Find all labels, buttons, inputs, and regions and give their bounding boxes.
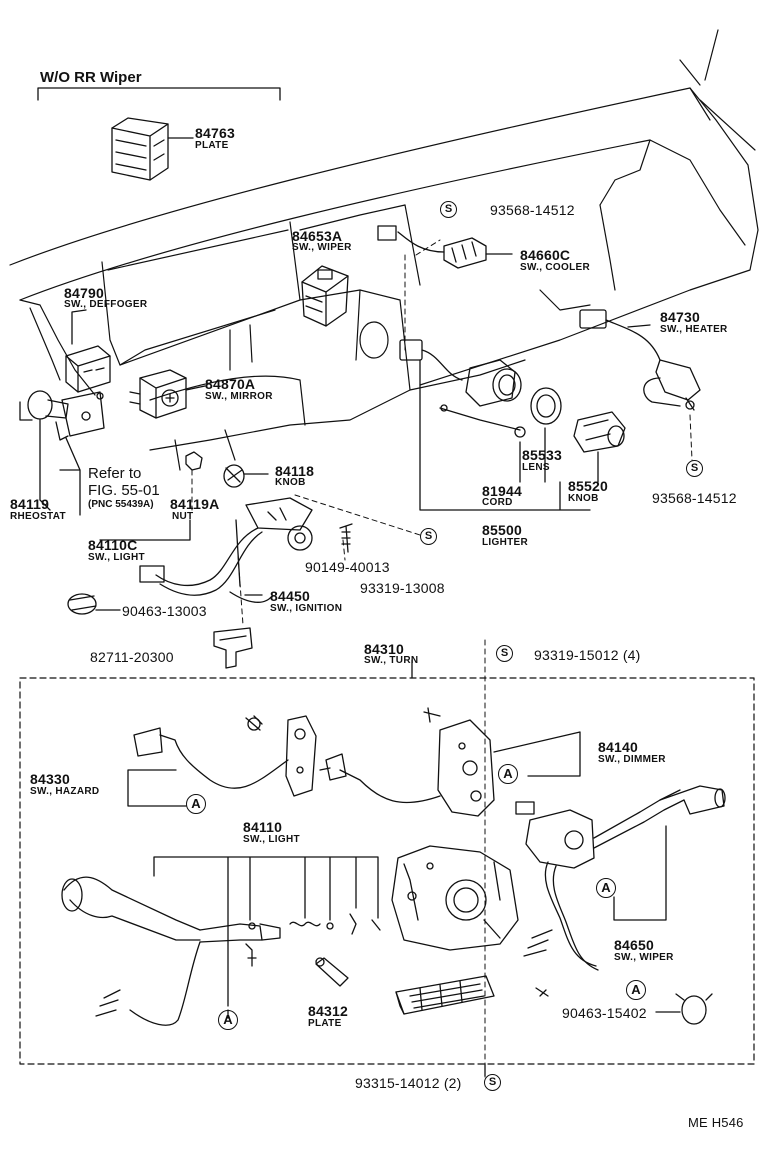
part-number-84730: 84730	[660, 309, 700, 325]
reference-line-2: FIG. 55-01	[88, 482, 160, 499]
part-name-84763: PLATE	[195, 140, 229, 151]
clip-82711-drawing	[213, 627, 253, 669]
header-bracket	[37, 87, 281, 101]
a-marker-hazard: A	[186, 794, 206, 814]
s-marker-93315: S	[484, 1074, 501, 1091]
fastener-90149: 90149-40013	[305, 559, 390, 575]
part-number-84110C: 84110C	[88, 537, 138, 553]
part-name-84110C: SW., LIGHT	[88, 552, 145, 563]
part-number-84140: 84140	[598, 739, 638, 755]
light-switch-84110C-drawing	[139, 497, 313, 603]
part-name-84119: RHEOSTAT	[10, 511, 66, 522]
connector-block-drawing	[395, 975, 495, 1015]
part-number-84650: 84650	[614, 937, 654, 953]
variant-header: W/O RR Wiper	[40, 69, 142, 86]
part-name-84660C: SW., COOLER	[520, 262, 590, 273]
fastener-93319-15012: 93319-15012 (4)	[534, 647, 641, 663]
part-number-85520: 85520	[568, 478, 608, 494]
plate-84312-drawing	[315, 957, 349, 987]
light-lever-84110-drawing	[61, 876, 381, 1026]
deffoger-switch-84790-drawing	[65, 309, 111, 393]
reference-line-3: (PNC 55439A)	[88, 499, 154, 510]
part-number-84119: 84119	[10, 496, 50, 512]
lighter-assembly-drawing	[399, 339, 626, 453]
rheostat-84119-drawing	[19, 390, 105, 441]
clamp-90463-13003-drawing	[67, 593, 97, 615]
part-number-84653A: 84653A	[292, 228, 343, 244]
plate-84763-drawing	[111, 117, 169, 181]
part-number-84310: 84310	[364, 641, 404, 657]
part-name-84450: SW., IGNITION	[270, 603, 343, 614]
fastener-93568-right: 93568-14512	[652, 490, 737, 506]
fastener-93319-13008: 93319-13008	[360, 580, 445, 596]
part-name-84870A: SW., MIRROR	[205, 391, 273, 402]
dashboard-outline	[9, 29, 759, 471]
a-marker-dimmer: A	[498, 764, 518, 784]
part-name-81944: CORD	[482, 497, 513, 508]
fastener-90463-15402: 90463-15402	[562, 1005, 647, 1021]
nut-84119A-drawing	[185, 451, 203, 471]
screw-90149-drawing	[339, 523, 353, 553]
part-number-81944: 81944	[482, 483, 522, 499]
part-number-84870A: 84870A	[205, 376, 256, 392]
figure-code: ME H546	[688, 1115, 744, 1130]
dimmer-switch-84140-drawing	[325, 707, 495, 817]
part-number-84119A: 84119A	[170, 496, 220, 512]
a-marker-clamp: A	[626, 980, 646, 1000]
part-name-85520: KNOB	[568, 493, 599, 504]
fastener-93315: 93315-14012 (2)	[355, 1075, 462, 1091]
part-name-84330: SW., HAZARD	[30, 786, 100, 797]
heater-switch-84730-drawing	[579, 309, 701, 411]
combination-switch-body-drawing	[391, 845, 519, 951]
part-name-84730: SW., HEATER	[660, 324, 728, 335]
part-number-85533: 85533	[522, 447, 562, 463]
part-name-84110: SW., LIGHT	[243, 834, 300, 845]
part-name-84119A: NUT	[172, 511, 194, 522]
part-number-84790: 84790	[64, 285, 104, 301]
s-marker-93319-15012: S	[496, 645, 513, 662]
part-number-84660C: 84660C	[520, 247, 571, 263]
mirror-switch-84870A-drawing	[129, 369, 187, 419]
part-name-84312: PLATE	[308, 1018, 342, 1029]
cooler-switch-84660C-drawing	[377, 225, 513, 269]
part-name-84140: SW., DIMMER	[598, 754, 666, 765]
s-marker-93319-13008: S	[420, 528, 437, 545]
part-name-84650: SW., WIPER	[614, 952, 674, 963]
clamp-90463-15402-drawing	[675, 993, 713, 1025]
wiper-lever-84650-drawing	[515, 785, 726, 997]
s-marker-93568-top: S	[440, 201, 457, 218]
fastener-93568-top: 93568-14512	[490, 202, 575, 218]
part-name-84653A: SW., WIPER	[292, 242, 352, 253]
a-marker-wiper: A	[596, 878, 616, 898]
reference-line-1: Refer to	[88, 465, 142, 482]
part-number-84110: 84110	[243, 819, 283, 835]
part-number-84118: 84118	[275, 463, 315, 479]
part-number-84763: 84763	[195, 125, 235, 141]
fastener-82711: 82711-20300	[90, 649, 174, 665]
hazard-switch-84330-drawing	[133, 715, 331, 797]
part-name-84118: KNOB	[275, 477, 306, 488]
part-name-85533: LENS	[522, 462, 550, 473]
a-marker-light: A	[218, 1010, 238, 1030]
fastener-90463-13003: 90463-13003	[122, 603, 207, 619]
part-name-85500: LIGHTER	[482, 537, 528, 548]
part-number-84330: 84330	[30, 771, 70, 787]
s-marker-93568-right: S	[686, 460, 703, 477]
part-number-84450: 84450	[270, 588, 310, 604]
wiper-switch-84653A-drawing	[301, 265, 349, 327]
part-name-84790: SW., DEFFOGER	[64, 299, 148, 310]
part-number-85500: 85500	[482, 522, 522, 538]
part-number-84312: 84312	[308, 1003, 348, 1019]
knob-84118-drawing	[223, 464, 245, 488]
part-name-84310: SW., TURN	[364, 655, 419, 666]
